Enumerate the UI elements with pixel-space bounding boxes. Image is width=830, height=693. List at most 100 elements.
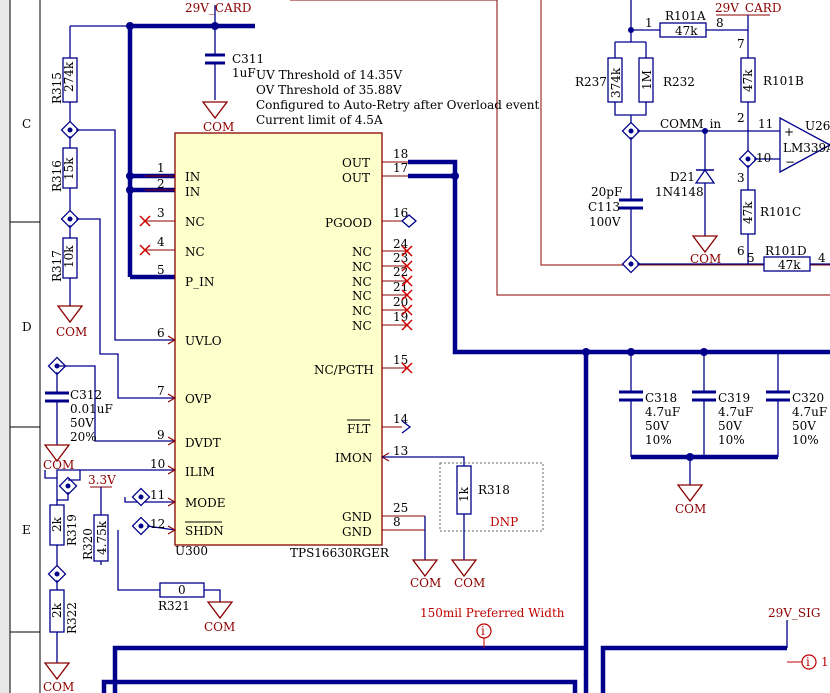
svg-text:i: i — [481, 624, 485, 638]
gnd-label-r317: COM — [56, 325, 87, 339]
note-ov-threshold: OV Threshold of 35.88V — [256, 83, 402, 97]
pin-name-p-in: P_IN — [185, 275, 214, 289]
pin-name-imon: IMON — [335, 451, 372, 465]
ic-right-pins: 18 OUT 17 OUT 16 PGOOD 24 NC 23 NC 22 NC… — [314, 147, 465, 590]
r316-value: 15k — [62, 157, 76, 180]
output-cap-ground: COM — [631, 453, 778, 516]
r101a-ref: R101A — [665, 9, 706, 23]
svg-text:+: + — [784, 125, 794, 139]
node-ovp-divider — [60, 209, 175, 399]
pin-name-nc-22: NC — [352, 275, 372, 289]
r101a-pin-1: 1 — [645, 16, 653, 30]
pin-num-16: 16 — [393, 206, 408, 220]
pin-name-pgood: PGOOD — [325, 216, 372, 230]
pin-num-9: 9 — [157, 428, 165, 442]
ic-ref: U300 — [175, 544, 208, 558]
r316-ref: R316 — [50, 160, 64, 192]
pin-name-mode: MODE — [185, 496, 226, 510]
r315-ref: R315 — [50, 72, 64, 104]
r101b-ref: R101B — [763, 74, 804, 88]
r322-value: 2k — [50, 602, 64, 618]
gnd-label-r322: COM — [43, 680, 74, 693]
pin-num-15: 15 — [393, 353, 408, 367]
pin-name-dvdt: DVDT — [185, 436, 221, 450]
pin-name-in-1: IN — [185, 170, 200, 184]
c320-value: 4.7uF — [792, 405, 827, 419]
resistor-r316: 15k R316 — [50, 136, 78, 213]
ilim-network: 2k R319 2k R322 COM — [43, 469, 175, 693]
pin-num-18: 18 — [393, 147, 408, 161]
resistor-r318: 1k R318 DNP COM — [439, 462, 544, 590]
d21-ref: D21 — [670, 170, 695, 184]
pin-name-nc-3: NC — [185, 215, 205, 229]
r101d-pin-5: 5 — [747, 251, 755, 265]
c113-voltage: 100V — [589, 215, 621, 229]
capacitor-c319: C319 4.7uF 50V 10% — [692, 352, 753, 457]
r101c-pin-6: 6 — [737, 244, 745, 258]
pin-num-17: 17 — [393, 161, 408, 175]
pin-num-12: 12 — [150, 517, 165, 531]
u26-ref: U26C — [805, 119, 830, 133]
r318-value: 1k — [457, 486, 471, 502]
r322-ref: R322 — [65, 602, 79, 634]
pin-name-gnd-8: GND — [342, 525, 372, 539]
u26-pin-11: 11 — [758, 117, 773, 131]
r101d-pin-4: 4 — [818, 251, 826, 265]
r320-value: 4.75k — [95, 520, 109, 555]
net-label-29v-card: 29V_CARD — [185, 1, 251, 15]
pin-name-ovp: OVP — [185, 392, 211, 406]
mode-network: 3.3V 4.75k R320 0 R321 COM — [81, 473, 235, 634]
r101b-value: 47k — [741, 69, 755, 92]
r101b-pin-7: 7 — [737, 37, 745, 51]
pin-num-5: 5 — [157, 263, 165, 277]
r317-value: 10k — [62, 245, 76, 268]
r101b-pin-2: 2 — [737, 111, 745, 125]
r101c-ref: R101C — [760, 205, 801, 219]
d21-value: 1N4148 — [655, 185, 704, 199]
r237-ref: R237 — [575, 75, 607, 89]
r232-ref: R232 — [663, 75, 695, 89]
c318-value: 4.7uF — [645, 405, 680, 419]
r317-ref: R317 — [50, 250, 64, 282]
net-label-29v-card-right: 29V_CARD — [715, 1, 781, 15]
c113-value: 20pF — [591, 185, 622, 199]
design-notes: UV Threshold of 14.35V OV Threshold of 3… — [256, 68, 539, 127]
r101a-pin-8: 8 — [716, 16, 724, 30]
r318-dnp: DNP — [490, 515, 518, 529]
r232-value: 1M — [640, 70, 654, 90]
r319-ref: R319 — [65, 514, 79, 546]
capacitor-c311: C311 1uF COM — [201, 26, 264, 134]
net-label-3v3: 3.3V — [88, 473, 116, 487]
gnd-label-d21: COM — [690, 252, 721, 266]
gnd-label-output-caps: COM — [675, 502, 706, 516]
capacitor-c312: C312 0.01uF 50V 20% COM — [43, 356, 175, 472]
note-uv-threshold: UV Threshold of 14.35V — [256, 68, 402, 82]
vin-bus: 29V_CARD — [69, 1, 255, 280]
pin-num-6: 6 — [157, 326, 165, 340]
svg-text:−: − — [785, 155, 795, 169]
c319-voltage: 50V — [718, 419, 742, 433]
r101d-value: 47k — [778, 258, 801, 272]
pin-num-10: 10 — [150, 457, 165, 471]
pin-num-11: 11 — [150, 488, 165, 502]
ic-part-number: TPS16630RGER — [290, 546, 390, 560]
comparator-circuit: 1 47k R101A 8 29V_CARD 7 47k R101B 2 374… — [575, 0, 830, 274]
net-label-comm-in: COMM_in — [660, 117, 721, 131]
pin-name-shdn: SHDN — [185, 524, 224, 538]
r101c-value: 47k — [741, 201, 755, 224]
c320-voltage: 50V — [792, 419, 816, 433]
c319-value: 4.7uF — [718, 405, 753, 419]
pin-num-23: 23 — [393, 251, 408, 265]
pin-name-out-17: OUT — [342, 171, 370, 185]
c318-voltage: 50V — [645, 419, 669, 433]
pin-name-in-2: IN — [185, 185, 200, 199]
zone-letter-d: D — [22, 320, 32, 334]
pin-name-nc-4: NC — [185, 245, 205, 259]
ic-left-pins: 1 IN 2 IN 3 NC 4 NC 5 P_IN 6 UVLO 7 OVP … — [139, 161, 226, 538]
pin-name-nc-20: NC — [352, 304, 372, 318]
gnd-label-r318: COM — [454, 576, 485, 590]
output-bus: 29V_SIG — [101, 159, 830, 693]
pin-name-nc-21: NC — [352, 289, 372, 303]
pin-name-ilim: ILIM — [185, 465, 215, 479]
